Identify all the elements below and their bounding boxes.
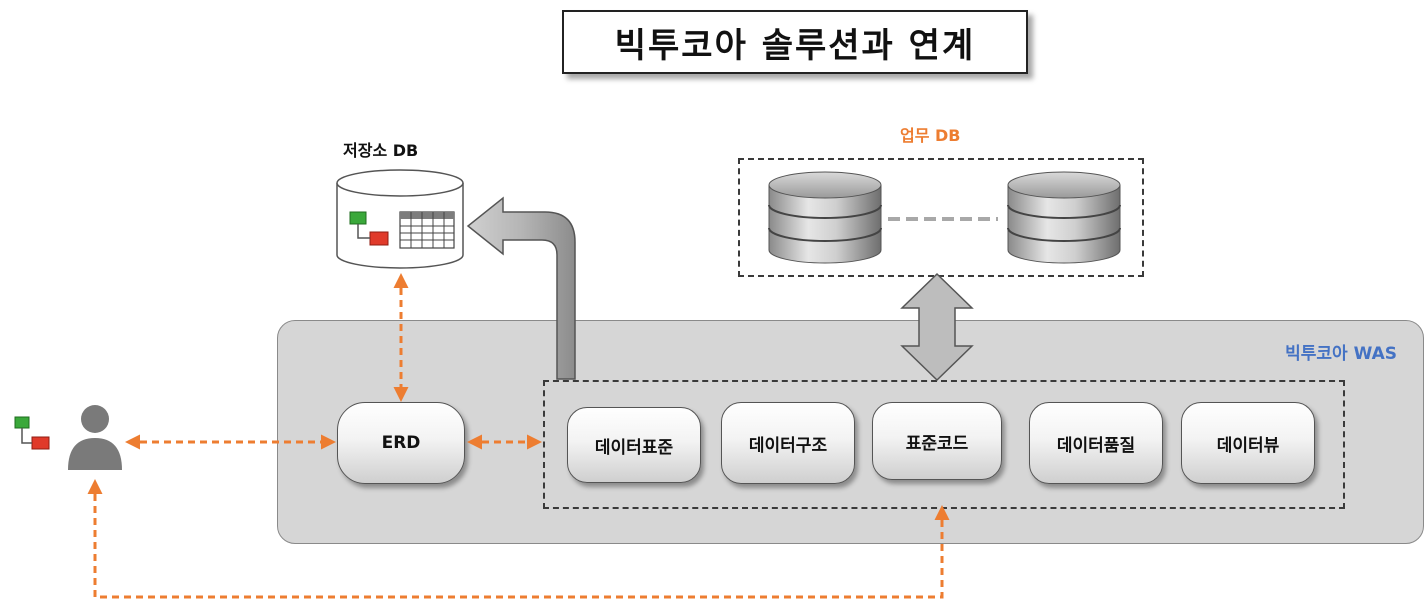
erd-icon — [14, 416, 50, 450]
was-label: 빅투코아 WAS — [1285, 344, 1397, 364]
user-icon — [68, 405, 122, 470]
module-data-structure[interactable]: 데이터구조 — [721, 402, 855, 484]
repository-db-label: 저장소 DB — [343, 141, 419, 160]
module-data-quality[interactable]: 데이터품질 — [1029, 402, 1163, 484]
database-cylinder-icon — [768, 171, 882, 264]
module-data-standard[interactable]: 데이터표준 — [567, 407, 701, 483]
module-standard-code[interactable]: 표준코드 — [872, 402, 1002, 480]
database-cylinder-icon — [1007, 171, 1121, 264]
erd-node[interactable]: ERD — [337, 402, 465, 484]
business-db-label: 업무 DB — [900, 126, 961, 145]
bent-arrow-icon — [466, 196, 576, 380]
business-db-group — [738, 158, 1144, 277]
module-data-view[interactable]: 데이터뷰 — [1181, 402, 1315, 484]
diagram-title: 빅투코아 솔루션과 연계 — [562, 10, 1028, 74]
erd-icon — [349, 211, 389, 246]
double-arrow-icon — [900, 272, 974, 382]
user-modules-loop-connector — [87, 479, 950, 599]
table-grid-icon — [399, 211, 455, 249]
